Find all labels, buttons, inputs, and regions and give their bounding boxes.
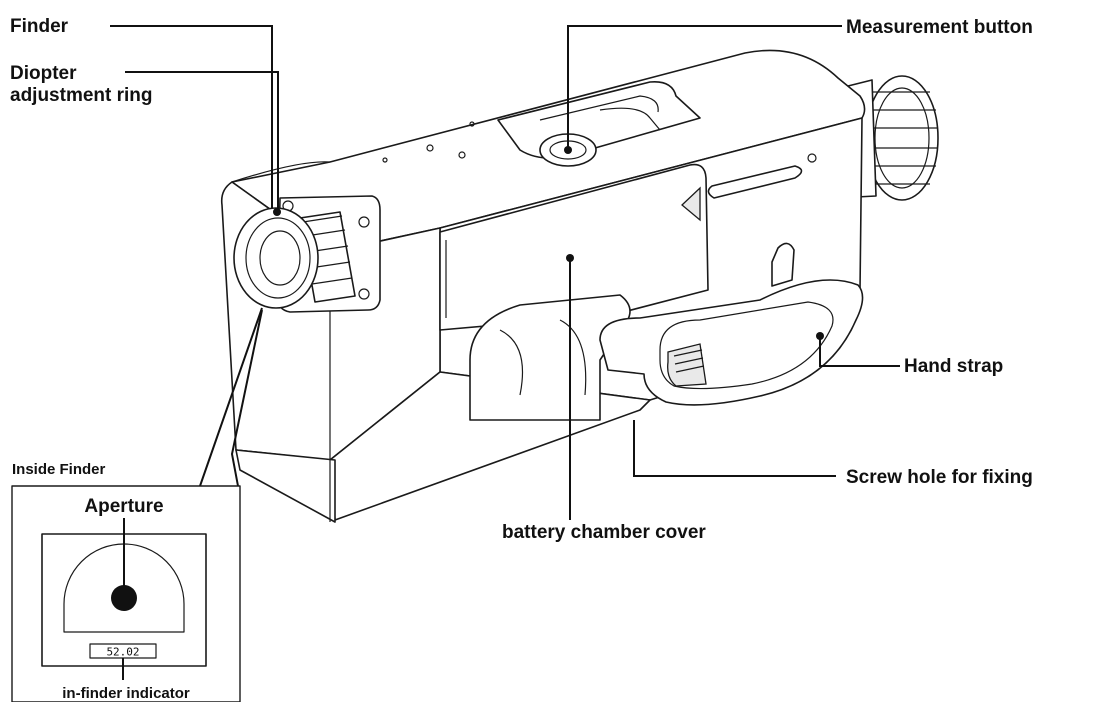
label-measurement-button: Measurement button bbox=[846, 17, 1033, 38]
label-battery-cover: battery chamber cover bbox=[502, 522, 706, 543]
label-finder: Finder bbox=[10, 16, 69, 37]
measurement-leader bbox=[567, 25, 842, 150]
finder-leader bbox=[110, 25, 273, 208]
label-inside-finder: Inside Finder bbox=[12, 461, 106, 478]
label-hand-strap: Hand strap bbox=[904, 356, 1003, 377]
finder-eyepiece bbox=[233, 207, 356, 309]
screw-hole-leader bbox=[633, 420, 836, 477]
battery-dot bbox=[566, 254, 574, 262]
label-diopter-line2: adjustment ring bbox=[10, 85, 153, 106]
diopter-leader bbox=[125, 71, 279, 210]
inside-finder-inset: 52.02 bbox=[11, 485, 241, 702]
inside-finder-callout-right bbox=[230, 309, 263, 487]
hand-strap-dot bbox=[816, 332, 824, 340]
indicator-readout: 52.02 bbox=[106, 646, 139, 659]
inside-finder-callout-left bbox=[199, 307, 263, 487]
battery-cover-panel bbox=[439, 163, 709, 331]
label-screw-hole: Screw hole for fixing bbox=[846, 467, 1033, 488]
diopter-dot bbox=[273, 208, 281, 216]
finder-view-field bbox=[63, 543, 185, 633]
aperture-spot bbox=[111, 585, 137, 611]
hand-strap-leader bbox=[819, 338, 900, 367]
measurement-dot bbox=[564, 146, 572, 154]
label-aperture: Aperture bbox=[84, 496, 163, 517]
label-in-finder-indicator: in-finder indicator bbox=[62, 685, 190, 702]
device-body bbox=[220, 49, 939, 523]
label-diopter-line1: Diopter bbox=[10, 63, 77, 84]
hand-strap bbox=[599, 242, 864, 406]
